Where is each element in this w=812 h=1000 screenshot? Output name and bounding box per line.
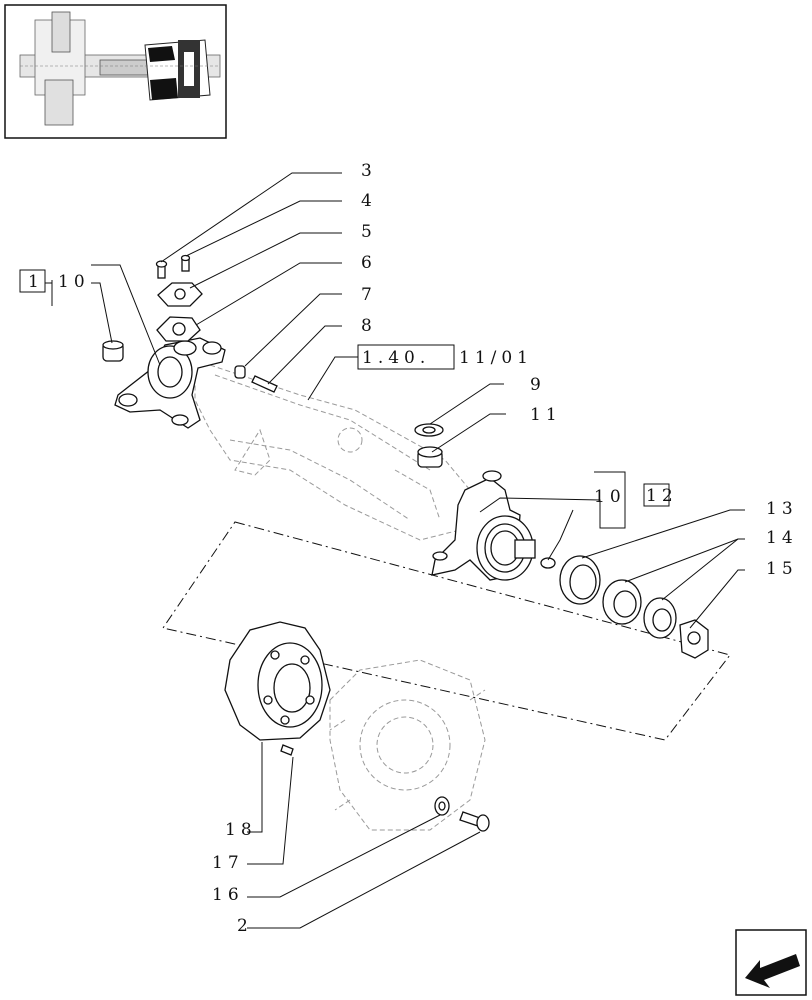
reference-right[interactable]: 10 12 [594, 483, 678, 507]
bushing-7[interactable] [234, 365, 246, 379]
reference-left[interactable]: 1 10 [19, 269, 90, 293]
kingpin-cap-5[interactable] [157, 282, 203, 307]
left-steering-knuckle[interactable] [114, 337, 226, 429]
callout-14: 14 [766, 528, 798, 548]
callout-13: 13 [766, 499, 798, 519]
right-steering-knuckle[interactable] [431, 470, 536, 581]
callout-15: 15 [766, 559, 798, 579]
reference-left-box: 1 [28, 272, 44, 292]
axle-overview-thumbnail[interactable] [4, 4, 227, 139]
bushing-11[interactable] [417, 446, 443, 468]
seal-ring-9[interactable] [414, 423, 444, 437]
axle-housing-ghost [194, 359, 471, 541]
reference-left-num: 10 [58, 272, 90, 292]
callout-17: 17 [212, 853, 244, 873]
callout-18: 18 [225, 820, 257, 840]
bearing-cup-13[interactable] [559, 555, 601, 605]
shim-plate-6[interactable] [156, 316, 201, 342]
reference-right-box: 12 [646, 486, 678, 506]
callout-16: 16 [212, 885, 244, 905]
reference-section-link[interactable]: 1.40. 11/01 [357, 344, 533, 370]
callout-6: 6 [361, 253, 377, 273]
callout-4: 4 [361, 191, 377, 211]
leader-lines [45, 172, 745, 929]
callout-2: 2 [237, 916, 253, 936]
previous-page-arrow-icon[interactable] [735, 929, 807, 996]
grease-nipple-4[interactable] [180, 254, 191, 272]
callout-7: 7 [361, 285, 377, 305]
reference-section-tail: 11/01 [459, 348, 533, 368]
callout-8: 8 [361, 316, 377, 336]
knuckle-bushing[interactable] [102, 340, 124, 362]
nut-15[interactable] [679, 619, 709, 659]
callout-3: 3 [361, 161, 377, 181]
callout-labels: 3 4 5 6 7 8 9 11 13 14 15 18 17 16 2 [212, 161, 798, 936]
callout-11: 11 [530, 405, 562, 425]
explosion-axis-line [162, 521, 731, 741]
spacer-ring[interactable] [540, 557, 556, 569]
wheel-hub-ghost [329, 659, 486, 831]
kingpin-bolt-3[interactable] [155, 260, 168, 279]
bolt-2[interactable] [459, 811, 490, 832]
reference-right-num: 10 [594, 487, 626, 507]
bearing-14[interactable] [602, 579, 677, 639]
washer-16[interactable] [434, 796, 450, 816]
reference-section-box: 1.40. [362, 348, 430, 368]
callout-9: 9 [530, 375, 546, 395]
wheel-hub[interactable] [224, 621, 331, 741]
hub-stud-17[interactable] [280, 744, 294, 756]
callout-5: 5 [361, 222, 377, 242]
thumbnail-axle-drawing [19, 11, 221, 126]
